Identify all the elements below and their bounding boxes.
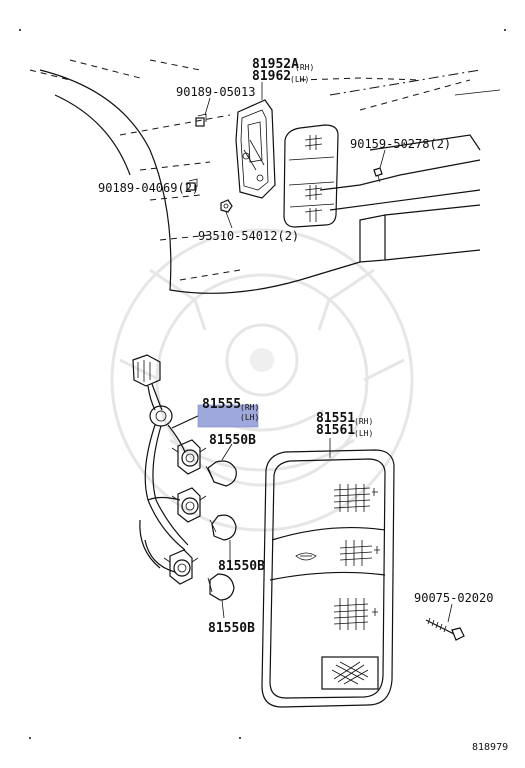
tail-lamp-lens-lower: [261, 449, 395, 708]
label-81561: 81561: [316, 423, 355, 438]
leader-81550b-3: [221, 599, 225, 619]
tail-lamp-bracket: [235, 99, 276, 199]
screw-90075-icon: [425, 617, 465, 641]
label-90189-04069: 90189-04069(2): [98, 181, 199, 195]
corner-dot: [19, 29, 21, 31]
tail-lamp-lens-upper: [283, 124, 339, 228]
label-81555-side-rh: (RH): [240, 403, 259, 412]
label-81962: 81962: [252, 69, 291, 84]
leader-90189-05013: [204, 97, 211, 116]
label-90159: 90159-50278(2): [350, 137, 451, 151]
label-93510: 93510-54012(2): [198, 229, 299, 243]
label-81551-side: (RH): [354, 417, 373, 426]
corner-dot: [29, 737, 31, 739]
label-81555-side-lh: (LH): [240, 413, 259, 422]
lens-mesh-middle: [295, 540, 380, 566]
label-81550b-3: 81550B: [208, 621, 255, 636]
highlight-81555: [197, 404, 259, 428]
label-90189-05013: 90189-05013: [176, 85, 255, 99]
body-outline: [29, 59, 501, 294]
leader-90075: [447, 603, 453, 623]
leader-81550b-1: [221, 443, 233, 461]
corner-dot: [239, 737, 241, 739]
label-81550b-1: 81550B: [209, 433, 256, 448]
watermark-emblem: [110, 228, 414, 532]
label-81962-side: (LH): [290, 75, 309, 84]
screw-90159-icon: [373, 167, 383, 183]
wiring-harness: [132, 354, 201, 573]
bulb-socket-1: [171, 439, 207, 475]
nut-93510-icon: [220, 199, 233, 213]
bulb-socket-3: [163, 549, 199, 585]
leader-90159: [379, 149, 386, 169]
leader-93510: [225, 211, 233, 229]
label-90075: 90075-02020: [414, 591, 493, 605]
bulb-1-icon: [205, 460, 237, 487]
label-81551: 81551: [316, 411, 355, 426]
lens-mesh-lower: [333, 598, 378, 630]
clip-90189-05013-icon: [195, 113, 207, 127]
label-81952a-side: (RH): [295, 63, 314, 72]
bulb-3-icon: [207, 573, 235, 601]
corner-dot: [504, 29, 506, 31]
label-81952a: 81952A: [252, 57, 299, 72]
clip-90189-04069-icon: [186, 178, 198, 191]
label-81550b-2: 81550B: [218, 559, 265, 574]
label-81561-side: (LH): [354, 429, 373, 438]
bulb-socket-2: [171, 487, 207, 523]
lens-reflector: [321, 656, 379, 690]
bulb-2-icon: [209, 514, 237, 541]
diagram-id: 818979: [472, 742, 508, 753]
lens-mesh-upper: [333, 484, 378, 512]
label-81555: 81555: [202, 397, 241, 412]
